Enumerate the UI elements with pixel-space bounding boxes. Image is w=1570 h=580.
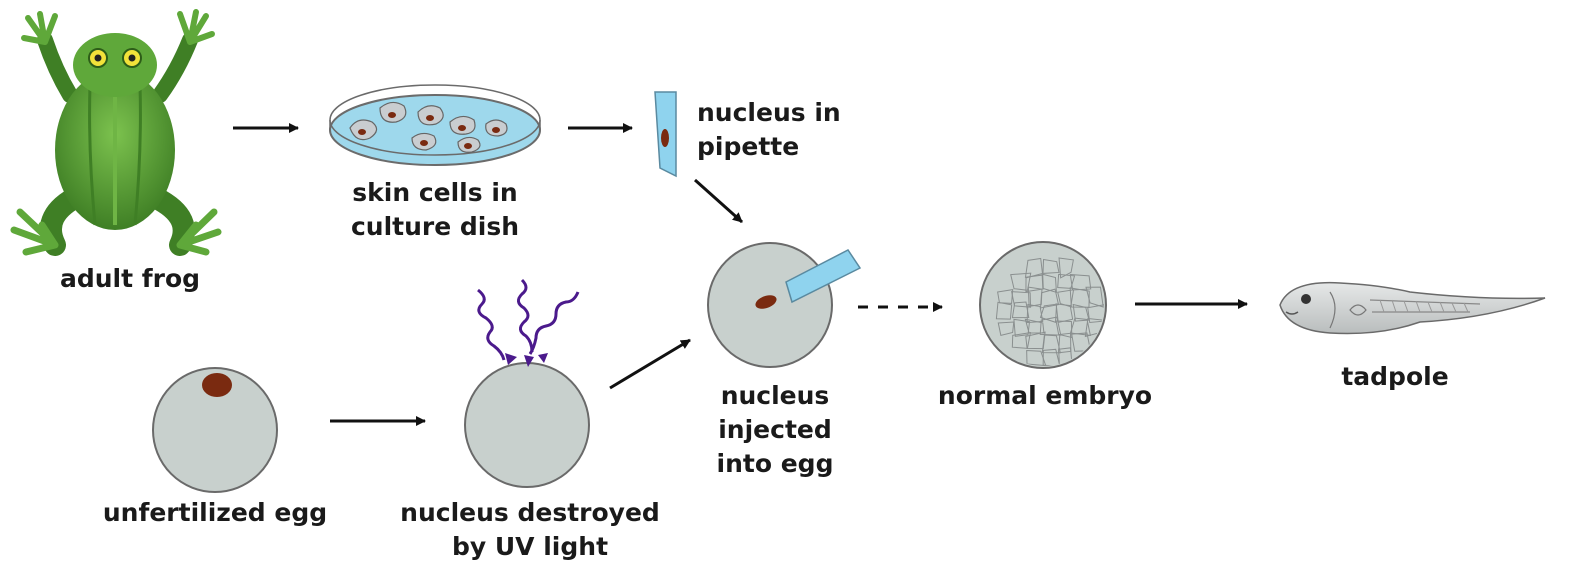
label-nucleus-destroyed: nucleus destroyed by UV light <box>400 498 660 561</box>
label-nucleus-injected: nucleus injected into egg <box>716 381 834 478</box>
unfertilized-egg-illustration <box>152 367 278 493</box>
arrows <box>233 123 1248 426</box>
label-unfertilized-egg: unfertilized egg <box>102 498 328 527</box>
label-nucleus-in-pipette: nucleus in pipette <box>697 98 841 161</box>
label-adult-frog: adult frog <box>59 264 201 293</box>
culture-dish-illustration <box>329 84 541 166</box>
embryo-illustration <box>979 241 1107 369</box>
frog-illustration <box>10 9 222 256</box>
pipette-illustration <box>654 91 677 178</box>
arrow-pipette-to-egg <box>694 178 743 224</box>
label-normal-embryo: normal embryo <box>937 381 1153 410</box>
label-skin-cells: skin cells in culture dish <box>350 178 520 241</box>
tadpole-illustration <box>1279 281 1546 335</box>
label-tadpole: tadpole <box>1341 362 1449 391</box>
injected-egg-illustration <box>707 242 862 368</box>
arrow-uv-to-injected <box>609 338 691 390</box>
uv-egg-illustration <box>464 278 590 488</box>
